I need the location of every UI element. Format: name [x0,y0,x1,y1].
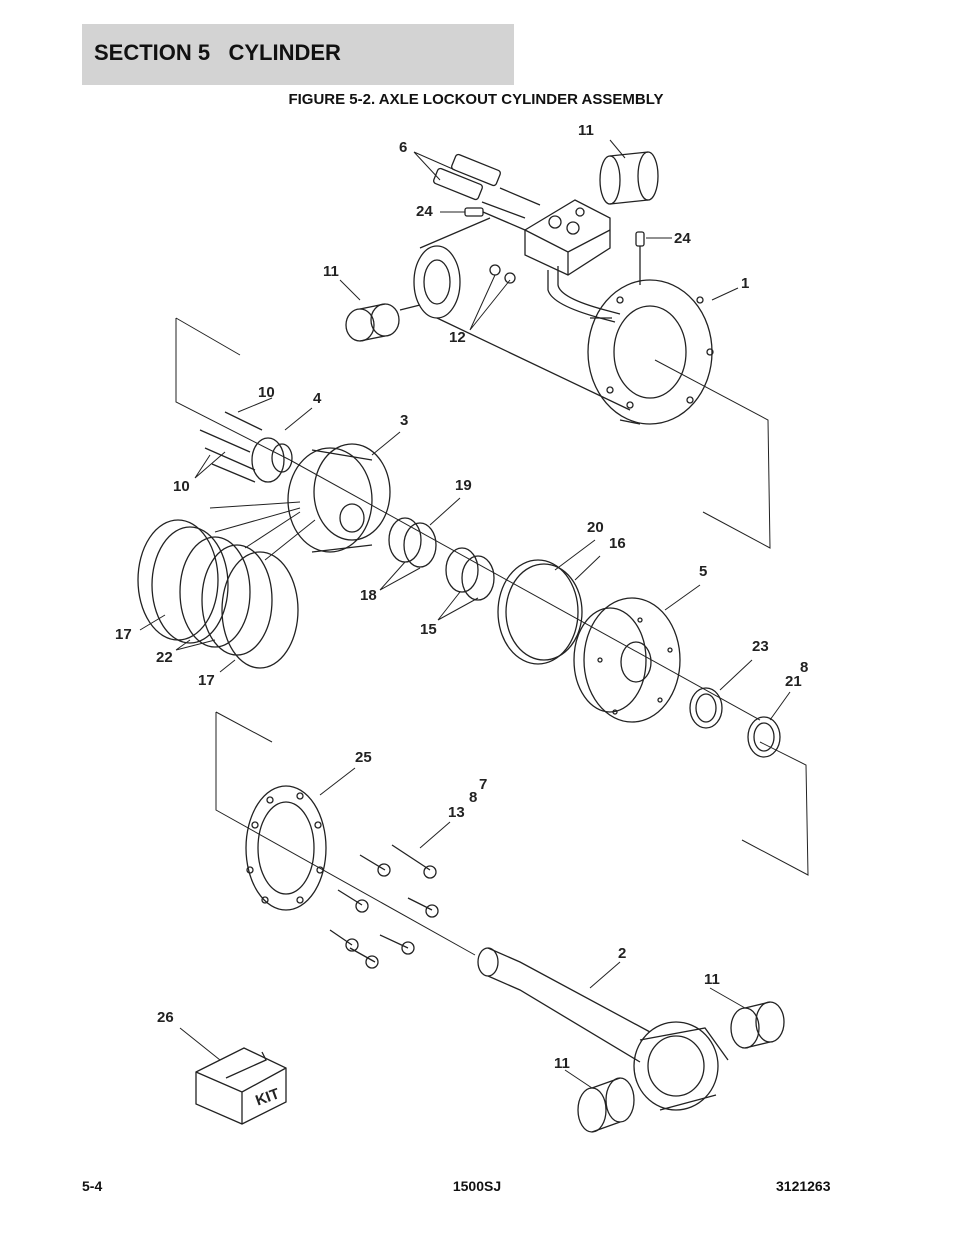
callout-18: 18 [360,587,377,604]
callout-2: 2 [618,945,626,962]
callout-labels: 6 11 24 24 11 1 12 10 4 3 10 19 20 16 5 … [115,122,808,1110]
callout-23: 23 [752,638,769,655]
callout-5: 5 [699,563,707,580]
callout-11-top: 11 [578,122,594,139]
callout-10-top: 10 [258,384,275,401]
kit-box [195,1047,287,1125]
plugs [464,207,645,285]
flange-bolts [329,844,439,969]
section-header-bar [82,24,514,85]
o-ring-backup [497,559,583,665]
callout-25: 25 [355,749,372,766]
figure-title: FIGURE 5-2. AXLE LOCKOUT CYLINDER ASSEMB… [0,91,954,108]
callout-8-center: 8 [469,789,477,806]
bushing-lower-right [730,1001,785,1049]
callout-3: 3 [400,412,408,429]
hydraulic-fittings [433,153,541,219]
leader-lines [139,139,791,1089]
cylinder-head [573,597,681,723]
callout-16: 16 [609,535,626,552]
callout-17-bottom: 17 [198,672,215,689]
footer-page-number: 5-4 [82,1178,103,1194]
bushing-left [345,303,421,342]
assembly-axis-lines [175,317,809,956]
manifold-block [524,199,621,323]
callout-20: 20 [587,519,604,536]
piston-seals [137,519,299,669]
callout-6: 6 [399,139,407,156]
wear-rings [388,517,495,601]
callout-11-left: 11 [323,263,339,280]
callout-1: 1 [741,275,749,292]
callout-17-top: 17 [115,626,132,643]
callout-21: 21 [785,673,802,690]
rod-head [199,411,293,483]
callout-12: 12 [449,329,466,346]
bushing-lower-left [577,1077,635,1133]
callout-22: 22 [156,649,173,666]
footer-doc-number: 3121263 [776,1178,831,1194]
piston-rod [477,947,729,1111]
callout-19: 19 [455,477,472,494]
callout-7: 7 [479,776,487,793]
callout-24-left: 24 [416,203,433,220]
callout-13: 13 [448,804,465,821]
mounting-flange [245,785,327,911]
callout-24-right: 24 [674,230,691,247]
cylinder-barrel [413,217,714,425]
figure-title-text: FIGURE 5-2. AXLE LOCKOUT CYLINDER ASSEMB… [288,91,664,108]
bushing-top [599,151,659,205]
callout-15: 15 [420,621,437,638]
callout-26: 26 [157,1009,174,1026]
callout-8-right: 8 [800,659,808,676]
section-title: SECTION 5 CYLINDER [94,40,341,65]
footer-model: 1500SJ [452,1178,502,1194]
piston [287,443,391,553]
rod-seals [689,687,781,758]
callout-11-lower-right: 11 [704,971,720,988]
callout-11-lower-left: 11 [554,1055,570,1072]
callout-4: 4 [313,390,322,407]
callout-10-bottom: 10 [173,478,190,495]
